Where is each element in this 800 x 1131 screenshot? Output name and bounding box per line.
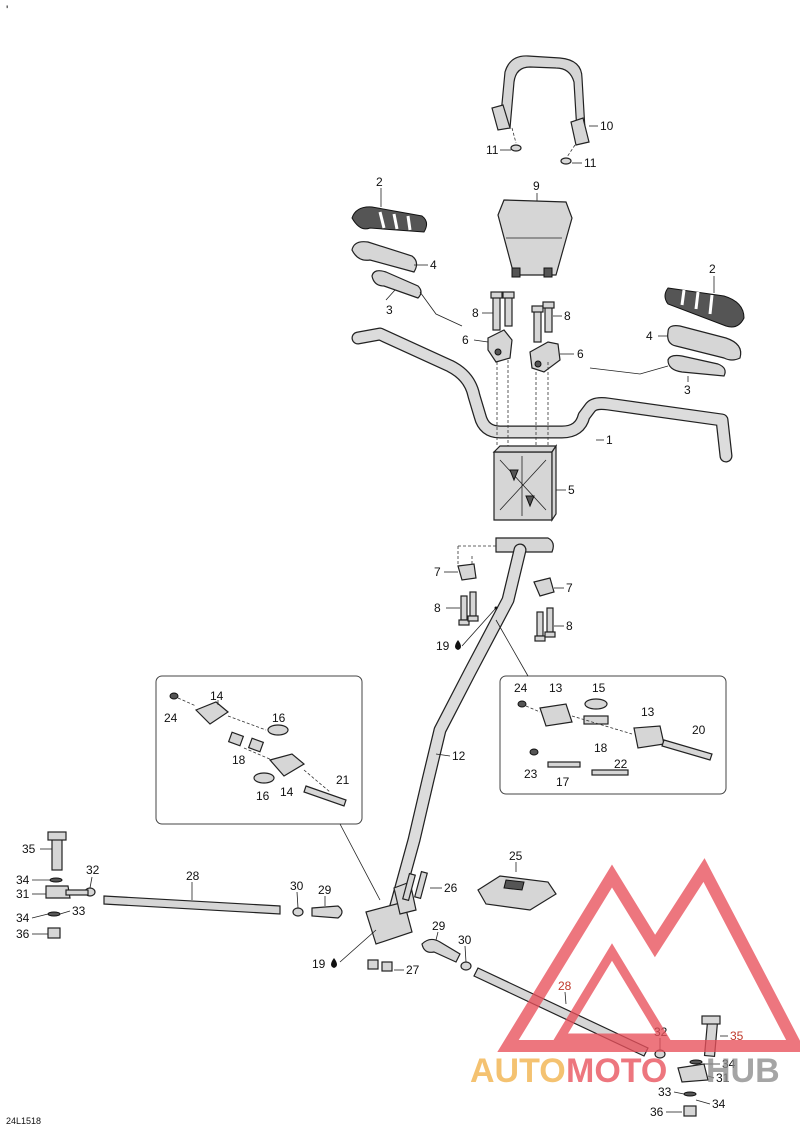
callout-12: 12 <box>452 749 466 763</box>
part-lower-clamp-right <box>533 577 555 597</box>
callout-20: 20 <box>692 723 706 737</box>
part-upper-clamp-left <box>487 329 513 363</box>
callout-4-right: 4 <box>646 329 653 343</box>
callout-30-right: 30 <box>458 933 472 947</box>
callout-6-left: 6 <box>462 333 469 347</box>
part-upper-clamp-right <box>529 341 561 373</box>
watermark-text-hub: HUB <box>706 1052 780 1090</box>
callout-2-left: 2 <box>376 175 383 189</box>
tie-rod-left <box>45 831 343 939</box>
callout-30-left: 30 <box>290 879 304 893</box>
callout-19-lower: 19 <box>312 957 326 971</box>
bolt-8-lower-right <box>534 607 556 642</box>
callout-3-left: 3 <box>386 303 393 317</box>
detail-right-parts <box>517 698 713 776</box>
part-cover-plate <box>477 875 557 911</box>
callout-23: 23 <box>524 767 538 781</box>
callout-31-left: 31 <box>16 887 30 901</box>
watermark-text-auto: AUTO <box>470 1052 566 1090</box>
callout-14-upper: 14 <box>210 689 224 703</box>
callout-35-left: 35 <box>22 842 36 856</box>
callout-34-right-upper: 34 <box>722 1057 736 1071</box>
callout-24-right: 24 <box>514 681 528 695</box>
callout-13-right: 13 <box>641 705 655 719</box>
callout-22: 22 <box>614 757 628 771</box>
watermark-inner-triangle-icon <box>552 943 672 1043</box>
callout-33-left: 33 <box>72 904 86 918</box>
callout-1: 1 <box>606 433 613 447</box>
callout-21: 21 <box>336 773 350 787</box>
part-heating-element-right <box>589 354 726 377</box>
callout-33-right: 33 <box>658 1085 672 1099</box>
callout-29-right: 29 <box>432 919 446 933</box>
callout-26: 26 <box>444 881 458 895</box>
callout-16-lower: 16 <box>256 789 270 803</box>
nut-27 <box>367 959 393 972</box>
callout-8-upper-left: 8 <box>472 306 479 320</box>
callout-14-lower: 14 <box>280 785 294 799</box>
callout-5: 5 <box>568 483 575 497</box>
callout-16-upper: 16 <box>272 711 286 725</box>
callout-2-right: 2 <box>709 262 716 276</box>
part-riser <box>492 444 558 522</box>
watermark-text-moto: MOTO <box>566 1052 667 1090</box>
callout-28-left: 28 <box>186 869 200 883</box>
callout-11-right: 11 <box>584 156 597 170</box>
callout-35-right: 35 <box>730 1029 744 1043</box>
callout-29-left: 29 <box>318 883 332 897</box>
diagram-code: 24L1518 <box>6 1116 41 1126</box>
bolt-8-lower-left <box>458 591 479 626</box>
callout-3-right: 3 <box>684 383 691 397</box>
watermark-triangle-icon <box>497 858 800 1052</box>
callout-11-left: 11 <box>486 143 499 157</box>
watermark-logo: AUTO MOTO HUB <box>470 858 800 1090</box>
part-handlebar <box>351 327 733 463</box>
callout-32-left: 32 <box>86 863 100 877</box>
detail-left-parts <box>169 692 347 807</box>
part-grip-right <box>664 287 745 328</box>
callout-17: 17 <box>556 775 570 789</box>
callout-31-right: 31 <box>716 1071 730 1085</box>
callout-6-right: 6 <box>577 347 584 361</box>
part-guard <box>491 55 590 146</box>
callout-10: 10 <box>600 119 614 133</box>
corner-mark: ' <box>6 3 8 17</box>
callout-8-lower-left: 8 <box>434 601 441 615</box>
screw-11-left <box>510 144 522 152</box>
callout-7-right: 7 <box>566 581 573 595</box>
callout-7-left: 7 <box>434 565 441 579</box>
part-grip-sleeve-left <box>351 241 418 273</box>
part-lower-clamp-left <box>457 563 477 581</box>
callout-34-left-upper: 34 <box>16 873 30 887</box>
part-handlebar-pad <box>497 199 573 278</box>
screw-11-right <box>560 157 572 165</box>
callout-4-left: 4 <box>430 258 437 272</box>
callout-18-right: 18 <box>594 741 608 755</box>
part-heating-element-left <box>371 270 463 327</box>
callout-8-lower-right: 8 <box>566 619 573 633</box>
callout-28-right: 28 <box>558 979 572 993</box>
callout-34-left-lower: 34 <box>16 911 30 925</box>
callout-8-upper-right: 8 <box>564 309 571 323</box>
callout-19-upper: 19 <box>436 639 450 653</box>
detail-box-right <box>499 675 727 795</box>
callout-27: 27 <box>406 963 420 977</box>
bolt-8-upper-left <box>490 291 515 331</box>
part-grip-left <box>351 206 428 233</box>
callout-18-left: 18 <box>232 753 246 767</box>
callout-24-left: 24 <box>164 711 178 725</box>
callout-36-left: 36 <box>16 927 30 941</box>
callout-15: 15 <box>592 681 606 695</box>
bolt-26 <box>402 870 428 902</box>
part-grip-sleeve-right <box>667 325 742 361</box>
bolt-8-upper-right <box>531 301 555 343</box>
callout-13-left: 13 <box>549 681 563 695</box>
detail-box-left <box>155 675 363 825</box>
callout-34-right-lower: 34 <box>712 1097 726 1111</box>
callout-36-right: 36 <box>650 1105 664 1119</box>
callout-9: 9 <box>533 179 540 193</box>
callout-25: 25 <box>509 849 523 863</box>
